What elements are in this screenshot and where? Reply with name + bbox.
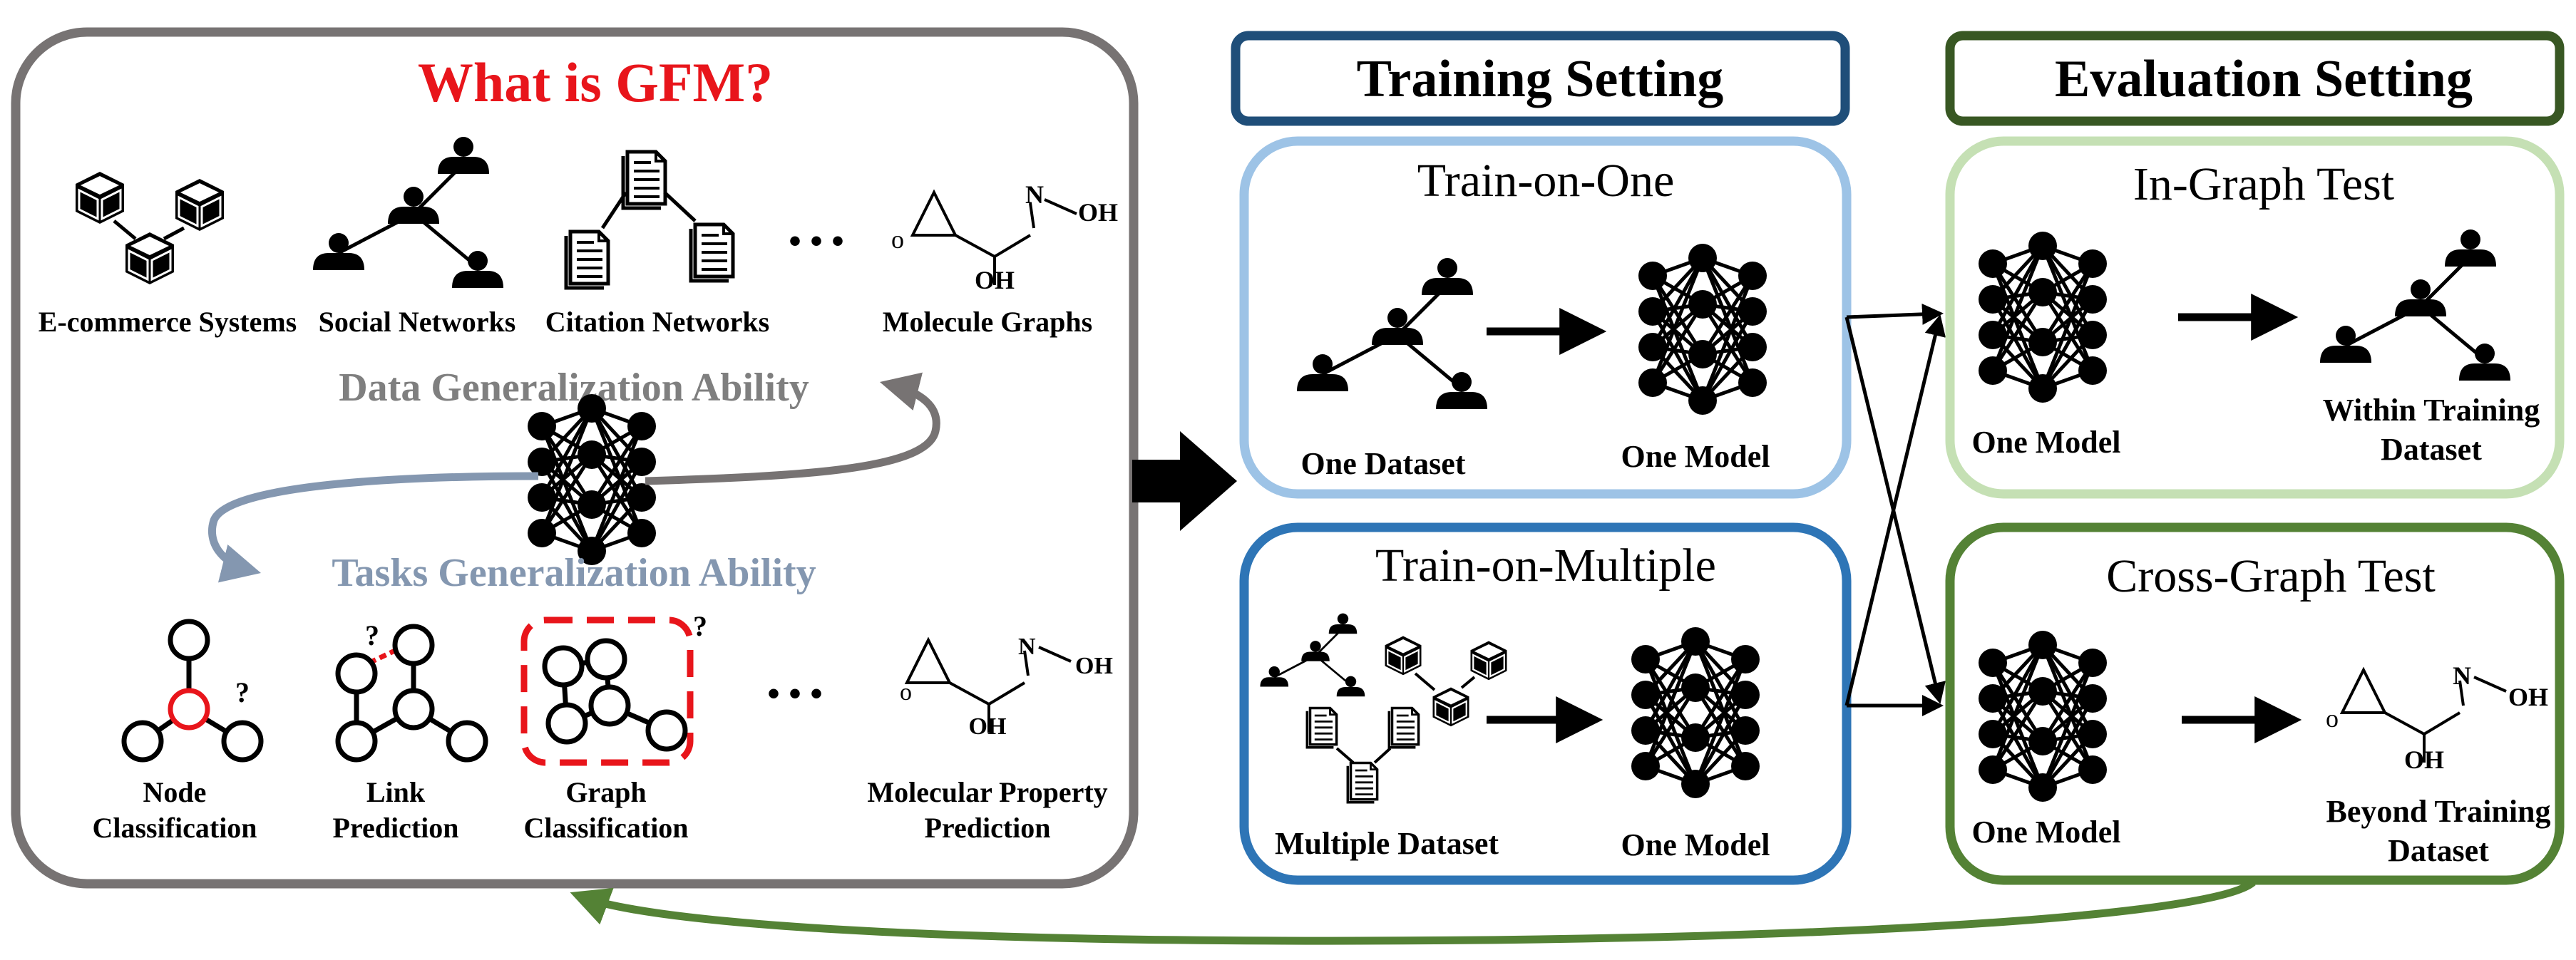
document-icon xyxy=(1305,706,1338,749)
question-mark: ? xyxy=(693,610,707,642)
beyond-training-label: Beyond Training xyxy=(2326,794,2550,829)
graph-classification-box xyxy=(520,616,694,766)
molecule-atom-n: N xyxy=(1025,180,1044,209)
cube-icon xyxy=(174,177,225,232)
domain-label: Citation Networks xyxy=(545,306,769,338)
within-training-label: Dataset xyxy=(2381,432,2482,467)
molecule-atom-n: N xyxy=(2453,661,2471,690)
molecule-atom-o: o xyxy=(900,679,912,706)
within-training-label: Within Training xyxy=(2323,393,2540,428)
one-model-label: One Model xyxy=(1972,815,2121,850)
neural-network-icon xyxy=(528,394,656,565)
molecule-atom-o: o xyxy=(891,225,904,254)
molecule-atom-oh: OH xyxy=(2508,683,2548,711)
molecule-atom-oh: OH xyxy=(1075,653,1113,679)
molecule-atom-oh: OH xyxy=(975,266,1015,294)
in-graph-test-title: In-Graph Test xyxy=(2133,158,2394,210)
task-label: Classification xyxy=(92,812,257,844)
question-mark: ? xyxy=(365,619,379,651)
one-model-label: One Model xyxy=(1621,439,1770,474)
task-label: Graph xyxy=(565,776,646,808)
training-setting-header xyxy=(1231,31,1850,126)
document-icon xyxy=(623,152,665,208)
beyond-training-label: Dataset xyxy=(2388,833,2489,868)
train-on-multiple-title: Train-on-Multiple xyxy=(1375,540,1716,592)
domain-label: Molecule Graphs xyxy=(883,306,1092,338)
molecule-atom-n: N xyxy=(1018,634,1036,660)
document-icon xyxy=(1387,706,1420,749)
link-prediction-graph xyxy=(335,624,488,763)
cube-icon xyxy=(124,231,175,286)
graph-classification-graph xyxy=(542,638,688,752)
evaluation-setting-title: Evaluation Setting xyxy=(2055,50,2473,108)
gfm-title: What is GFM? xyxy=(418,51,773,113)
right-arrow-icon xyxy=(1132,431,1237,531)
task-label: Node xyxy=(143,776,207,808)
cross-graph-test-title: Cross-Graph Test xyxy=(2106,550,2436,602)
molecule-atom-oh: OH xyxy=(1078,198,1118,227)
task-label: Molecular Property xyxy=(867,776,1107,808)
document-icon xyxy=(566,232,608,288)
setting-connectors xyxy=(1844,303,1946,716)
training-setting-title: Training Setting xyxy=(1357,50,1724,108)
social-network-icon xyxy=(313,137,503,288)
one-model-label: One Model xyxy=(1972,425,2121,460)
cube-icon xyxy=(74,170,125,225)
document-icon xyxy=(1346,761,1379,804)
ellipsis: • • • xyxy=(767,673,823,713)
task-label: Link xyxy=(366,776,426,808)
node-classification-graph xyxy=(121,619,264,763)
molecule-atom-o: o xyxy=(2326,704,2339,733)
evaluation-setting-header xyxy=(1945,31,2565,126)
molecule-atom-oh: OH xyxy=(969,713,1007,740)
domain-label: E-commerce Systems xyxy=(39,306,297,338)
one-dataset-label: One Dataset xyxy=(1301,446,1466,481)
gfm-panel xyxy=(11,27,1139,889)
ellipsis: • • • xyxy=(789,221,844,261)
document-icon xyxy=(691,224,733,281)
data-generalization-label: Data Generalization Ability xyxy=(339,366,809,410)
task-label: Prediction xyxy=(332,812,458,844)
data-ability-arrow xyxy=(645,372,940,485)
task-label: Prediction xyxy=(924,812,1050,844)
feedback-arrow xyxy=(570,879,2256,945)
one-model-label: One Model xyxy=(1621,827,1770,862)
question-mark: ? xyxy=(235,676,250,708)
task-label: Classification xyxy=(523,812,688,844)
task-generalization-label: Tasks Generalization Ability xyxy=(332,551,816,595)
molecule-atom-oh: OH xyxy=(2404,745,2444,774)
task-ability-arrow xyxy=(207,472,539,583)
domain-label: Social Networks xyxy=(319,306,516,338)
train-on-one-title: Train-on-One xyxy=(1417,155,1675,207)
multiple-dataset-label: Multiple Dataset xyxy=(1275,826,1499,861)
